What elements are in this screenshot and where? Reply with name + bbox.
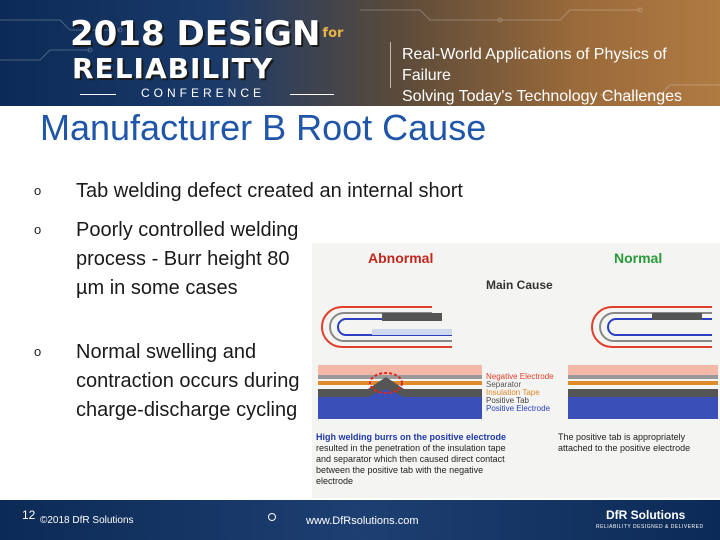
normal-jelly-roll-graphic [591,306,712,348]
normal-layer-stack-graphic [568,365,718,419]
slide-title: Manufacturer B Root Cause [40,107,487,148]
divider-line [290,94,334,95]
circuit-pattern-graphic [0,7,720,96]
dfr-brand-tagline: RELIABILITY DESIGNED & DELIVERED [596,524,704,530]
bullet-marker-icon: o [34,222,42,237]
normal-label: Normal [614,250,663,266]
circuit-node-icon [268,513,276,521]
abnormal-layer-stack-graphic [318,365,482,419]
abnormal-caption-rest: resulted in the penetration of the insul… [316,443,506,486]
bullet-text: Normal swelling and contraction occurs d… [76,341,300,421]
conference-tagline: Real-World Applications of Physics of Fa… [402,44,712,106]
bullet-marker-icon: o [34,344,42,359]
logo-reliability-text: RELIABILITY [72,52,274,85]
divider-line [80,94,116,95]
footer-bar: 12 ©2018 DfR Solutions www.DfRsolutions.… [0,500,720,540]
battery-cross-section-figure: Abnormal Normal Main Cause Negative Elec… [312,243,720,498]
layer-legend: Negative Electrode Separator Insulation … [486,373,586,413]
slide-number: 12 [22,508,36,522]
website-url: www.DfRsolutions.com [306,515,419,527]
bullet-text: Tab welding defect created an internal s… [76,180,463,202]
abnormal-jelly-roll-graphic [321,306,452,348]
legend-positive-tab: Positive Tab [486,396,529,405]
normal-caption: The positive tab is appropriately attach… [558,432,691,453]
tagline-line-1: Real-World Applications of Physics of Fa… [402,46,667,84]
legend-insulation-tape: Insulation Tape [486,388,540,397]
logo-for-word: for [322,26,344,41]
abnormal-caption-highlight: High welding burrs on the positive elect… [316,432,507,442]
dfr-brand-logo: DfR Solutions [606,508,686,522]
bullet-marker-icon: o [34,183,42,198]
legend-positive-electrode: Positive Electrode [486,404,551,413]
bullet-text: Poorly controlled welding process - Burr… [76,219,299,299]
abnormal-caption: High welding burrs on the positive elect… [316,432,512,487]
tagline-line-2: Solving Today's Technology Challenges [402,88,682,105]
logo-conference-text: CONFERENCE [140,86,265,100]
tagline-divider [390,42,391,88]
main-cause-label: Main Cause [486,278,553,292]
abnormal-label: Abnormal [368,250,434,266]
copyright-text: ©2018 DfR Solutions [40,515,134,526]
battery-layers-diagram [318,306,718,419]
legend-negative-electrode: Negative Electrode [486,372,554,381]
logo-year-word: 2018 DESiGN [70,14,321,54]
legend-separator: Separator [486,380,522,389]
